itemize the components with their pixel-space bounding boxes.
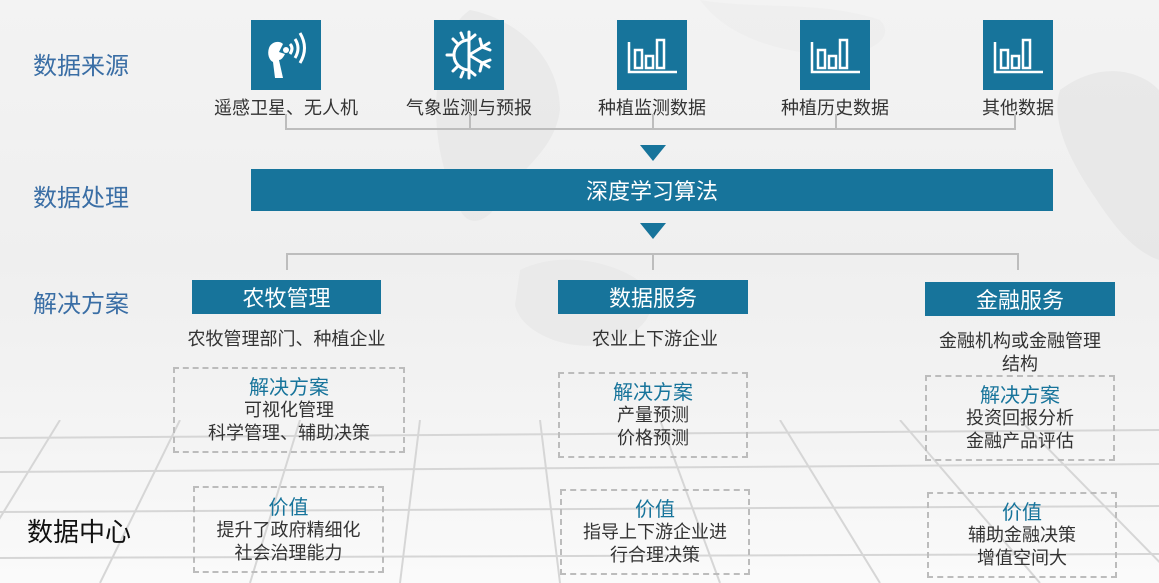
solution-box: 解决方案 可视化管理 科学管理、辅助决策 [173, 367, 405, 453]
down-arrow-icon [640, 223, 666, 239]
bar-chart-icon [983, 20, 1053, 90]
source-connector-tick [835, 114, 837, 129]
source-connector-tick [469, 114, 471, 129]
solution-connector-tick [286, 253, 288, 270]
value-box: 价值 提升了政府精细化 社会治理能力 [193, 486, 384, 573]
row-label-data-processing: 数据处理 [33, 184, 129, 212]
source-label: 种植历史数据 [781, 98, 889, 119]
value-box-line: 社会治理能力 [234, 542, 343, 564]
source-connector-tick [652, 114, 654, 129]
row-label-data-center: 数据中心 [27, 518, 132, 548]
solution-box-heading: 解决方案 [980, 383, 1060, 407]
value-box: 价值 指导上下游企业进 行合理决策 [560, 489, 750, 575]
solution-box-heading: 解决方案 [249, 375, 329, 399]
value-box-line: 增值空间大 [977, 548, 1067, 569]
solution-title-financial-service: 金融服务 [925, 282, 1115, 316]
source-connector-tick [1014, 114, 1016, 129]
bar-chart-icon [617, 20, 687, 90]
value-box-heading: 价值 [268, 494, 309, 519]
solution-connector-tick [1017, 253, 1019, 270]
source-label: 气象监测与预报 [406, 98, 532, 119]
solution-box-line: 科学管理、辅助决策 [208, 423, 370, 444]
source-connector-tick [285, 114, 287, 129]
solution-connector-tick [652, 253, 654, 270]
source-item-other: 其他数据 [923, 20, 1113, 120]
value-box-heading: 价值 [635, 497, 675, 521]
source-label: 遥感卫星、无人机 [214, 98, 358, 119]
solution-target: 农牧管理部门、种植企业 [187, 329, 386, 350]
value-box-heading: 价值 [1002, 500, 1042, 524]
solution-box: 解决方案 投资回报分析 金融产品评估 [925, 375, 1115, 461]
value-box-line: 行合理决策 [610, 545, 700, 566]
source-connector-line [285, 128, 1016, 130]
value-box-line: 辅助金融决策 [968, 525, 1076, 546]
solution-box-line: 可视化管理 [244, 400, 334, 421]
solution-title-data-service: 数据服务 [558, 280, 748, 314]
solution-target: 金融机构或金融管理结构 [939, 331, 1101, 375]
solution-box-line: 产量预测 [617, 405, 689, 426]
solution-box-line: 价格预测 [617, 428, 689, 449]
row-label-solutions: 解决方案 [33, 290, 129, 318]
down-arrow-icon [640, 145, 666, 161]
solution-title-agri-management: 农牧管理 [192, 280, 381, 314]
solution-box-line: 投资回报分析 [966, 408, 1074, 429]
solution-box-heading: 解决方案 [613, 380, 693, 404]
weather-sun-snow-icon [434, 20, 504, 90]
source-label: 种植监测数据 [598, 98, 706, 119]
solution-box: 解决方案 产量预测 价格预测 [558, 372, 748, 458]
row-label-data-source: 数据来源 [33, 52, 129, 80]
source-item-planting-monitor: 种植监测数据 [557, 20, 747, 120]
source-item-weather: 气象监测与预报 [374, 20, 564, 120]
bar-chart-icon [800, 20, 870, 90]
solution-box-line: 金融产品评估 [966, 431, 1074, 452]
source-item-planting-history: 种植历史数据 [740, 20, 930, 120]
deep-learning-algorithm-bar: 深度学习算法 [251, 169, 1053, 211]
value-box-line: 指导上下游企业进 [583, 522, 727, 543]
value-box: 价值 辅助金融决策 增值空间大 [927, 492, 1117, 578]
source-item-remote-sensing: 遥感卫星、无人机 [191, 20, 381, 120]
source-label: 其他数据 [982, 98, 1054, 119]
solution-target: 农业上下游企业 [592, 329, 718, 350]
satellite-antenna-icon [251, 20, 321, 90]
value-box-line: 提升了政府精细化 [216, 519, 361, 541]
